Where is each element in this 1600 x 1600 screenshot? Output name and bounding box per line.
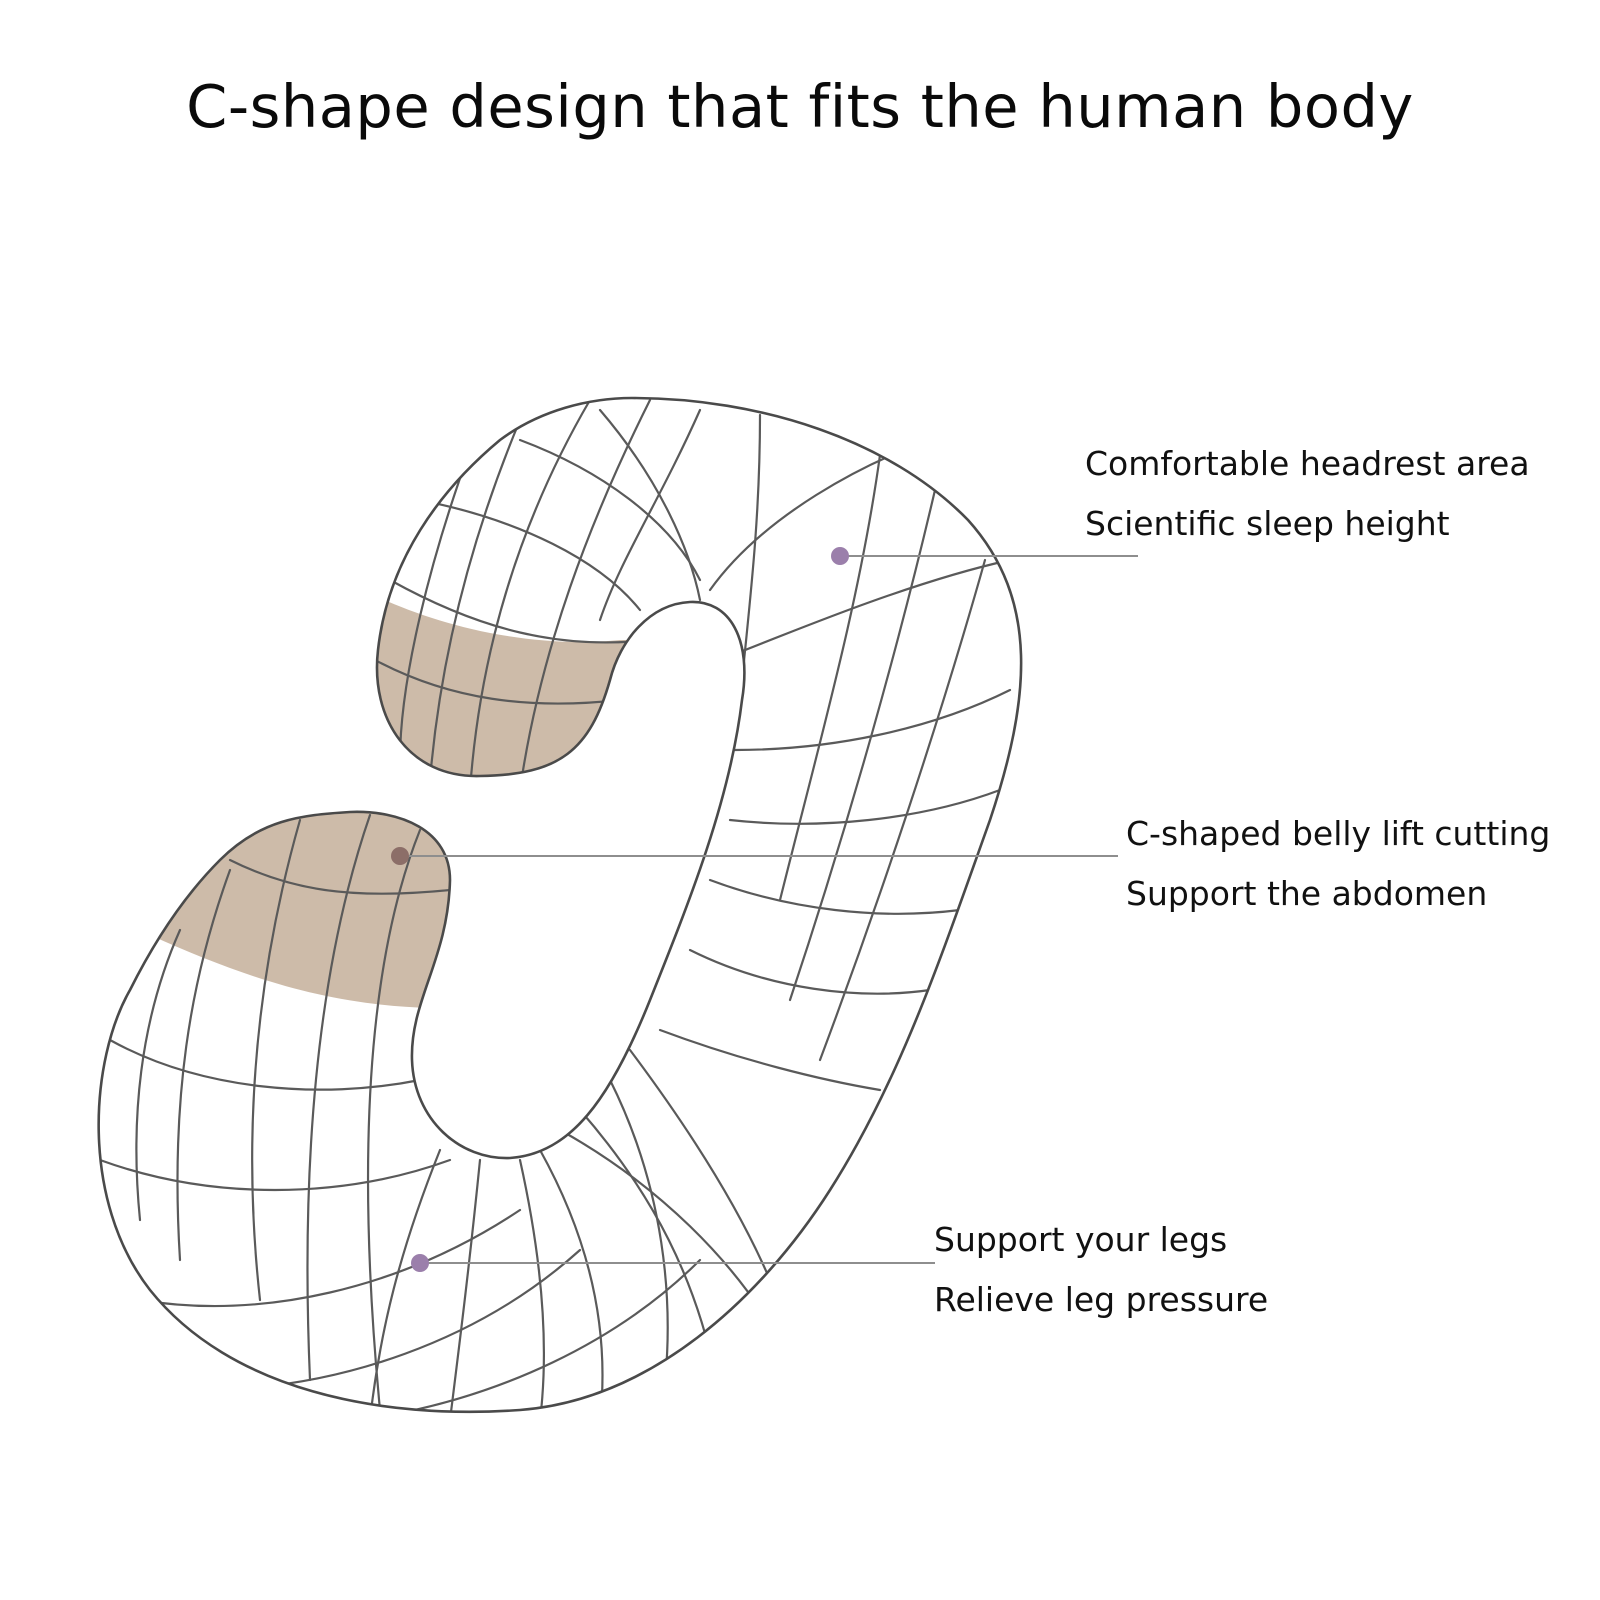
page-title: C-shape design that fits the human body (186, 72, 1414, 141)
callout-belly-label: C-shaped belly lift cutting Support the … (1126, 804, 1550, 924)
callout-headrest-marker (831, 547, 1138, 565)
callout-legs-marker (411, 1254, 935, 1272)
callout-belly-marker (391, 847, 1118, 865)
callout-legs-label: Support your legs Relieve leg pressure (934, 1210, 1268, 1330)
pillow-mesh (98, 398, 1012, 1412)
callout-belly-dot (391, 847, 409, 865)
headrest-accent-region (360, 588, 640, 792)
callout-legs-dot (411, 1254, 429, 1272)
callout-headrest-dot (831, 547, 849, 565)
callout-belly-line-1: C-shaped belly lift cutting (1126, 814, 1551, 853)
callout-legs-line-1: Support your legs (934, 1220, 1228, 1259)
callout-headrest-line-1: Comfortable headrest area (1085, 444, 1530, 483)
pillow-body (97, 396, 1023, 1414)
callout-headrest-label: Comfortable headrest area Scientific sle… (1085, 434, 1530, 554)
callout-legs-line-2: Relieve leg pressure (934, 1280, 1269, 1319)
callout-headrest-line-2: Scientific sleep height (1085, 504, 1450, 543)
pillow-outline (97, 396, 1023, 1414)
callout-belly-line-2: Support the abdomen (1126, 874, 1488, 913)
pillow-fill (98, 398, 1022, 1412)
